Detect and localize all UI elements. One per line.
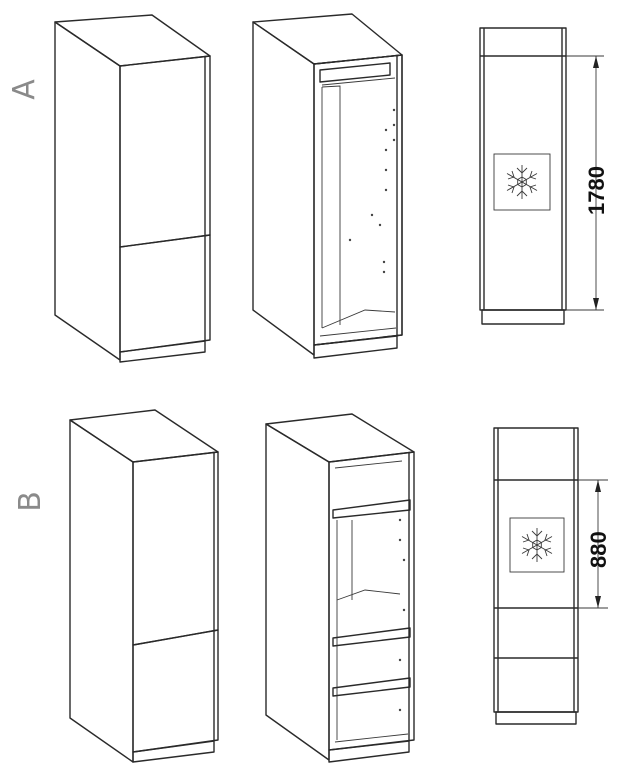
dimension-height-a: 1780 xyxy=(584,166,609,215)
cabinet-a-closed xyxy=(54,14,211,363)
elevation-a: 1780 xyxy=(479,27,609,325)
dimension-height-b: 880 xyxy=(586,531,611,568)
snowflake-icon xyxy=(506,164,538,200)
elevation-b: 880 xyxy=(493,427,611,725)
snowflake-icon xyxy=(521,527,553,563)
cabinet-b-closed xyxy=(69,409,219,763)
cabinet-a-open xyxy=(252,13,403,359)
cabinet-b-open xyxy=(265,413,415,763)
